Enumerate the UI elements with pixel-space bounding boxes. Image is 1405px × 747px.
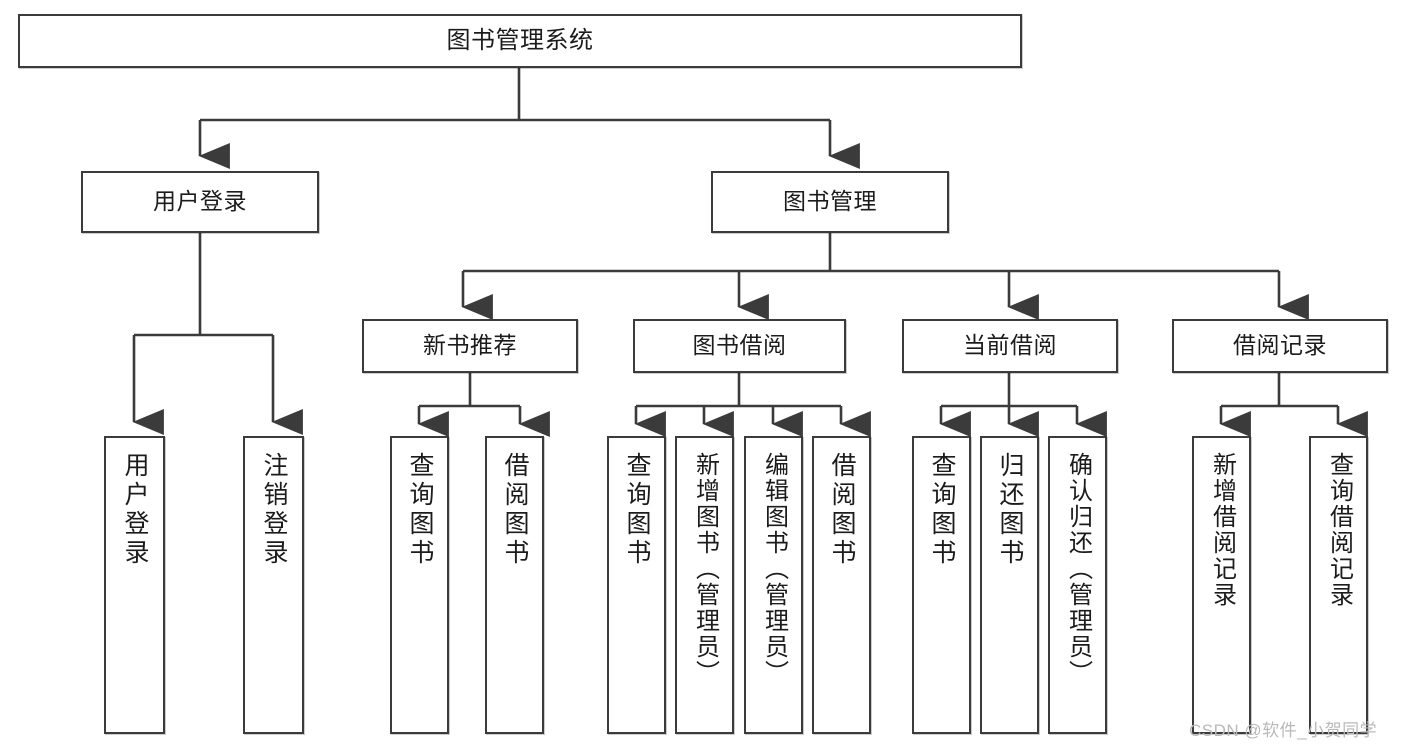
leaf-borrow-borrow-book-label: 借阅图书 bbox=[828, 452, 856, 568]
node-user-login-label: 用户登录 bbox=[153, 188, 247, 215]
node-root[interactable]: 图书管理系统 bbox=[18, 14, 1022, 68]
node-new-book-recommend-label: 新书推荐 bbox=[423, 332, 517, 359]
node-book-borrow[interactable]: 图书借阅 bbox=[633, 319, 846, 373]
leaf-record-query[interactable]: 查询借阅记录 bbox=[1309, 436, 1368, 734]
node-root-label: 图书管理系统 bbox=[446, 26, 594, 54]
leaf-logout[interactable]: 注销登录 bbox=[243, 436, 304, 734]
leaf-logout-label: 注销登录 bbox=[260, 452, 288, 568]
leaf-current-return-book-label: 归还图书 bbox=[996, 452, 1024, 568]
leaf-borrow-query-book[interactable]: 查询图书 bbox=[607, 436, 666, 734]
leaf-current-return-book[interactable]: 归还图书 bbox=[980, 436, 1039, 734]
leaf-record-add[interactable]: 新增借阅记录 bbox=[1192, 436, 1251, 734]
leaf-user-login[interactable]: 用户登录 bbox=[104, 436, 165, 734]
leaf-current-query-book[interactable]: 查询图书 bbox=[912, 436, 971, 734]
leaf-recommend-query-book-label: 查询图书 bbox=[406, 452, 434, 568]
leaf-current-confirm-return-label: 确认归还（管理员） bbox=[1064, 452, 1092, 686]
node-book-borrow-label: 图书借阅 bbox=[692, 332, 787, 359]
leaf-current-confirm-return[interactable]: 确认归还（管理员） bbox=[1048, 436, 1107, 734]
node-borrow-record-label: 借阅记录 bbox=[1233, 332, 1327, 359]
node-book-management-label: 图书管理 bbox=[783, 188, 877, 215]
leaf-borrow-add-book[interactable]: 新增图书（管理员） bbox=[675, 436, 734, 734]
leaf-current-query-book-label: 查询图书 bbox=[928, 452, 956, 568]
leaf-user-login-label: 用户登录 bbox=[121, 452, 149, 568]
leaf-recommend-borrow-book-label: 借阅图书 bbox=[501, 452, 529, 568]
leaf-borrow-edit-book-label: 编辑图书（管理员） bbox=[760, 452, 788, 686]
node-current-borrow-label: 当前借阅 bbox=[963, 332, 1057, 359]
node-borrow-record[interactable]: 借阅记录 bbox=[1172, 319, 1388, 373]
leaf-borrow-add-book-label: 新增图书（管理员） bbox=[691, 452, 719, 686]
leaf-recommend-query-book[interactable]: 查询图书 bbox=[390, 436, 449, 734]
node-new-book-recommend[interactable]: 新书推荐 bbox=[362, 319, 578, 373]
leaf-borrow-borrow-book[interactable]: 借阅图书 bbox=[812, 436, 871, 734]
node-book-management[interactable]: 图书管理 bbox=[711, 171, 949, 233]
node-current-borrow[interactable]: 当前借阅 bbox=[902, 319, 1118, 373]
leaf-recommend-borrow-book[interactable]: 借阅图书 bbox=[485, 436, 544, 734]
leaf-record-add-label: 新增借阅记录 bbox=[1208, 452, 1236, 608]
watermark: CSDN @软件_小贺同学 bbox=[1189, 721, 1378, 740]
node-user-login[interactable]: 用户登录 bbox=[81, 171, 319, 233]
leaf-record-query-label: 查询借阅记录 bbox=[1325, 452, 1353, 608]
leaf-borrow-edit-book[interactable]: 编辑图书（管理员） bbox=[744, 436, 803, 734]
leaf-borrow-query-book-label: 查询图书 bbox=[623, 452, 651, 568]
